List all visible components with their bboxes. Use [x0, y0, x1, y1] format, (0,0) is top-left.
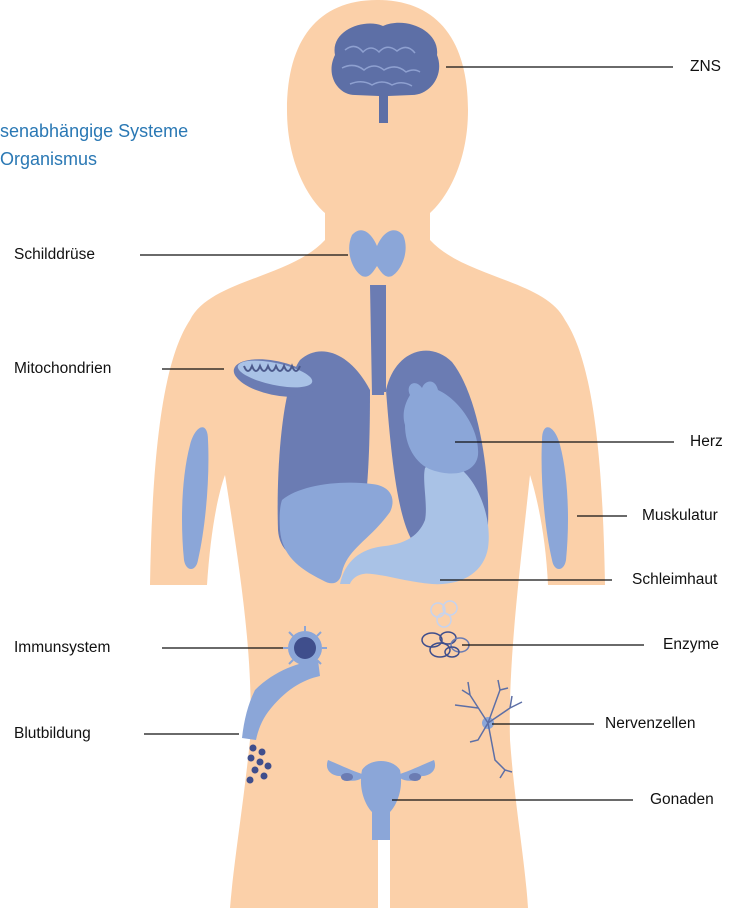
title-line-1: senabhängige Systeme	[0, 120, 188, 142]
label-blutbildung: Blutbildung	[14, 725, 91, 743]
label-enzyme: Enzyme	[663, 636, 719, 654]
label-schilddruese: Schilddrüse	[14, 246, 95, 264]
title-line-2: Organismus	[0, 148, 97, 170]
label-schleimhaut: Schleimhaut	[632, 571, 717, 589]
label-gonaden: Gonaden	[650, 791, 714, 809]
label-zns: ZNS	[690, 58, 721, 76]
label-mitochondrien: Mitochondrien	[14, 360, 111, 378]
label-nervenzellen: Nervenzellen	[605, 715, 695, 733]
label-muskulatur: Muskulatur	[642, 507, 718, 525]
label-herz: Herz	[690, 433, 723, 451]
label-immunsystem: Immunsystem	[14, 639, 110, 657]
